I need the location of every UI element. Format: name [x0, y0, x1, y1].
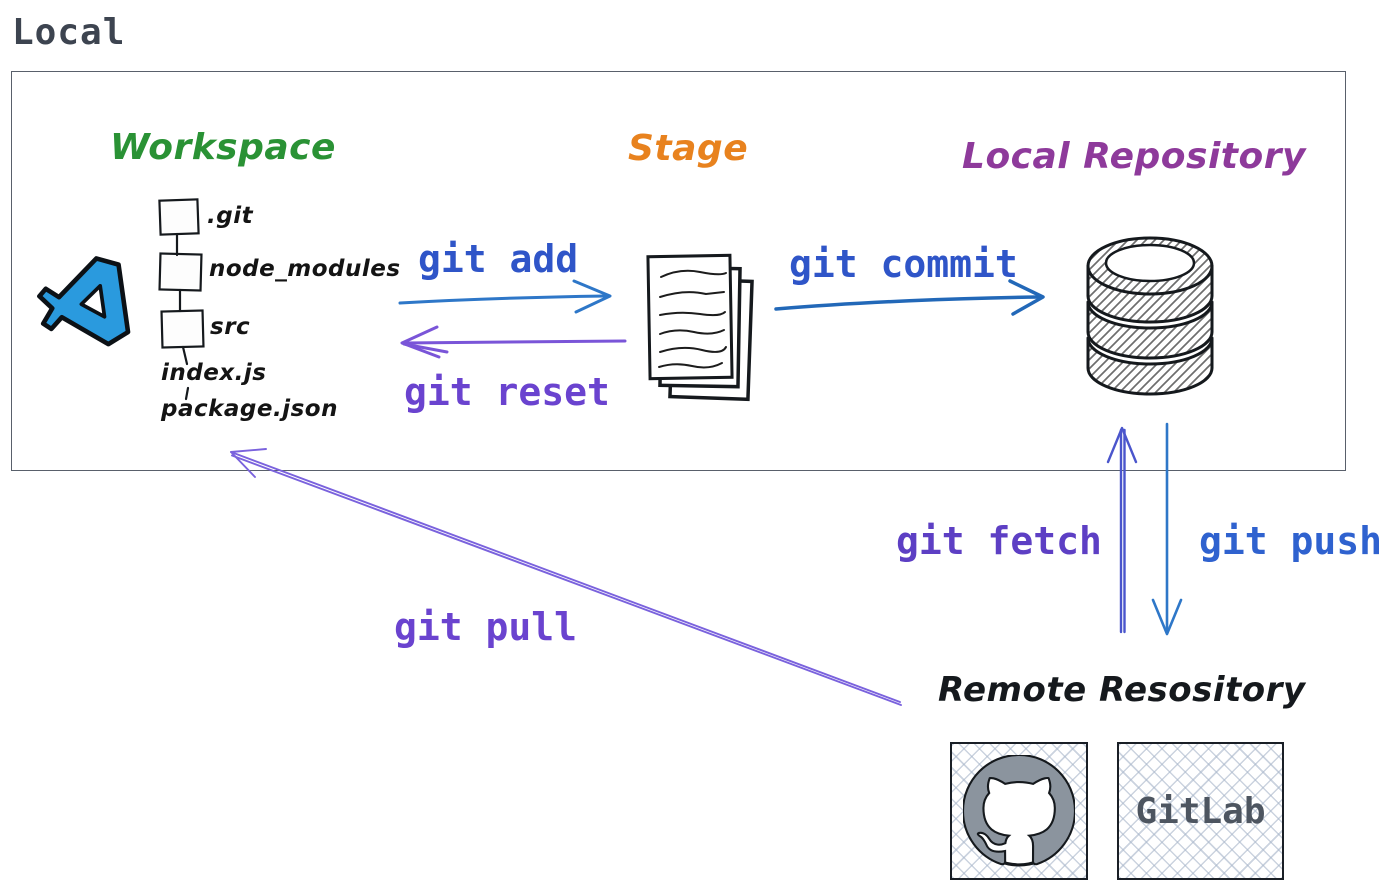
local-section-title: Local — [12, 12, 126, 53]
github-octocat-icon — [963, 755, 1075, 867]
git-commit-label: git commit — [789, 242, 1018, 286]
git-push-label: git push — [1199, 519, 1383, 563]
file-label-node-modules: node_modules — [209, 256, 401, 282]
gitlab-provider-box: GitLab — [1117, 742, 1284, 880]
local-repository-heading: Local Repository — [962, 136, 1306, 177]
remote-repository-heading: Remote Resository — [938, 670, 1306, 710]
file-label-package-json: package.json — [161, 396, 338, 422]
stage-heading: Stage — [628, 128, 749, 169]
git-pull-label: git pull — [394, 605, 578, 649]
git-fetch-label: git fetch — [896, 519, 1102, 563]
git-reset-label: git reset — [404, 370, 610, 414]
file-label-src: src — [210, 314, 251, 340]
git-add-label: git add — [418, 237, 579, 281]
file-label-index-js: index.js — [161, 360, 267, 386]
gitlab-label: GitLab — [1135, 790, 1266, 832]
file-label-git: .git — [207, 203, 254, 229]
workspace-heading: Workspace — [110, 127, 336, 168]
arrow-git-pull — [230, 448, 902, 706]
github-provider-box — [950, 742, 1088, 880]
